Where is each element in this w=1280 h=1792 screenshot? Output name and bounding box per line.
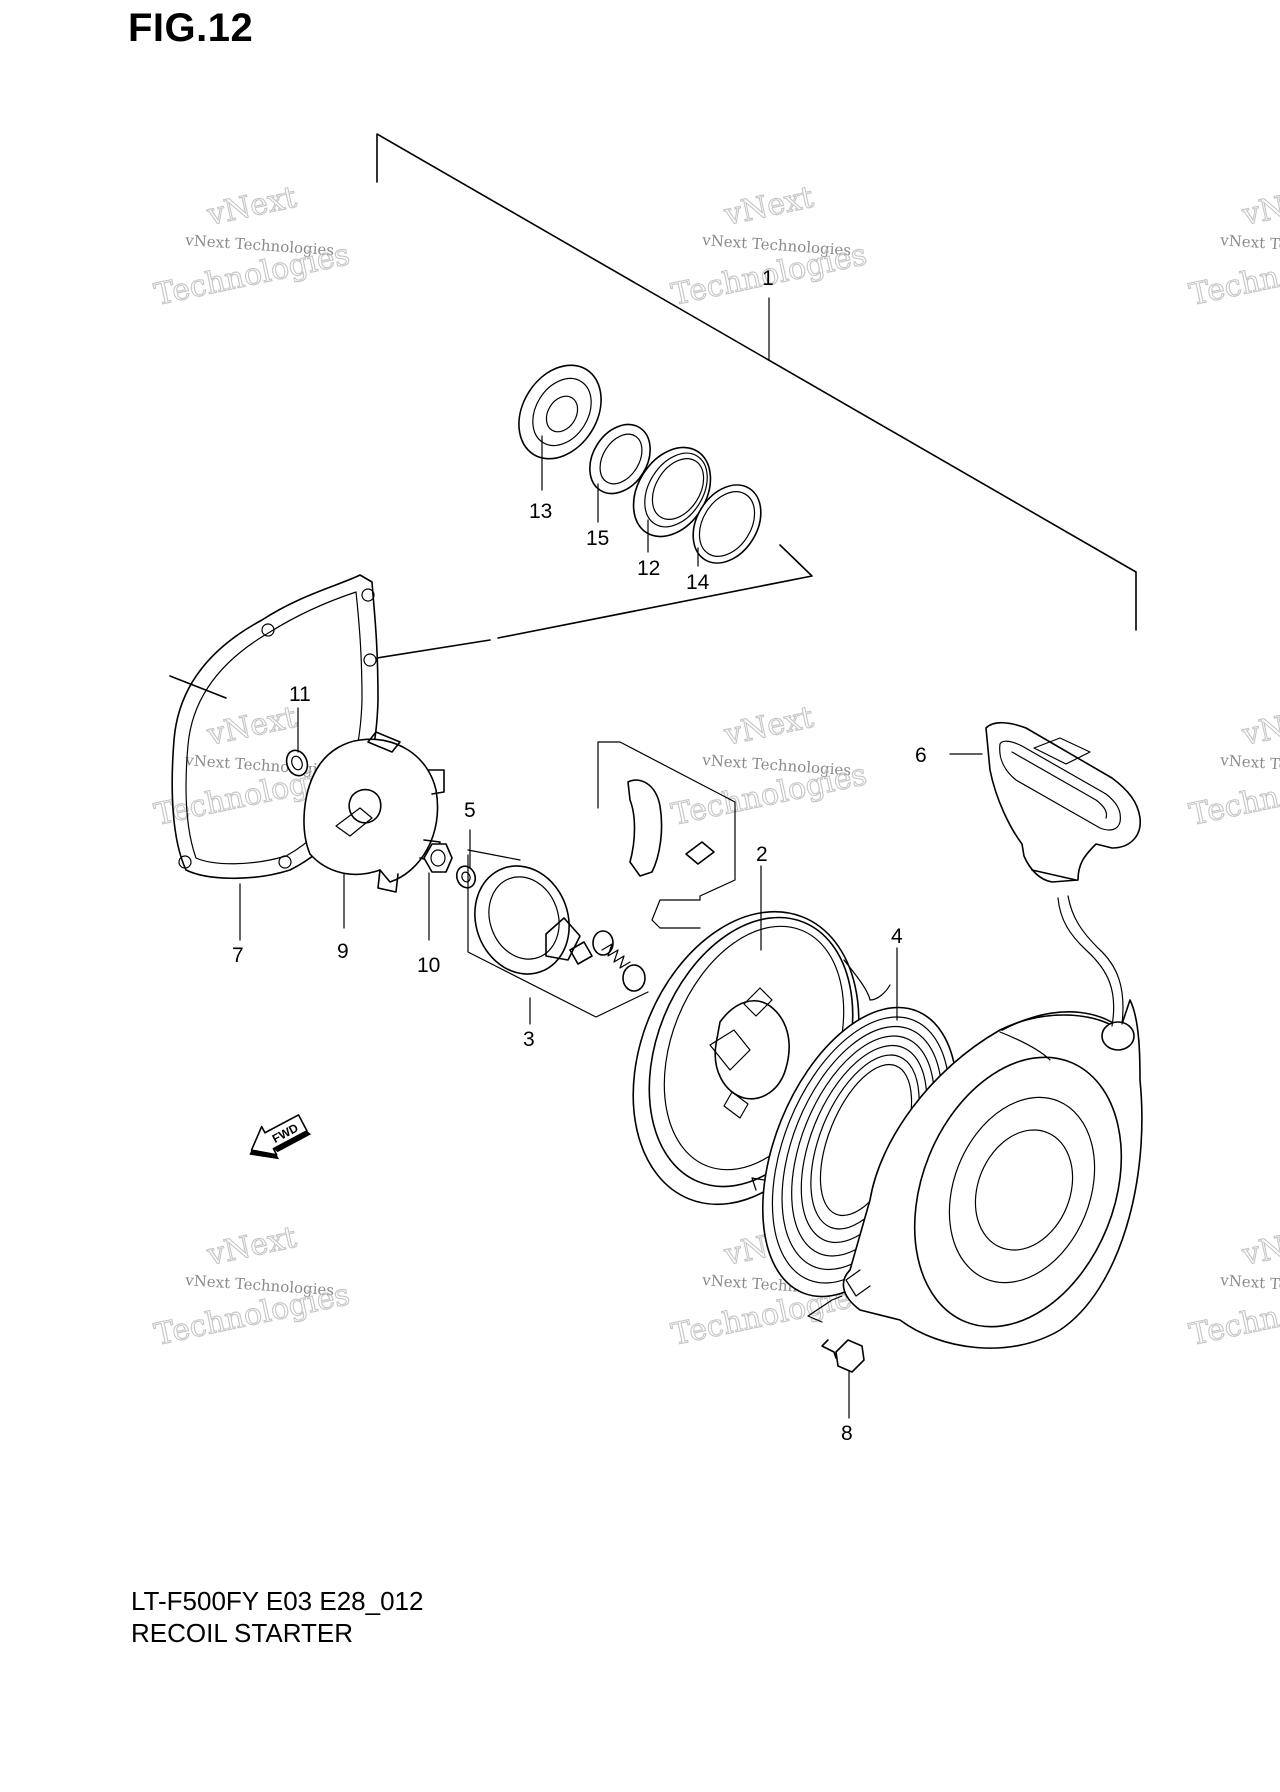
- figure-title: FIG.12: [128, 6, 254, 50]
- fwd-arrow-icon: FWD: [249, 1114, 312, 1160]
- watermark-line2: vNext Technologies: [1219, 751, 1280, 779]
- callout-11: 11: [289, 683, 311, 706]
- part-5-washer: [455, 865, 477, 889]
- callout-4: 4: [891, 925, 903, 948]
- callout-12: 12: [637, 557, 660, 580]
- callout-1: 1: [762, 267, 774, 290]
- part-3-pawl-kit: [467, 741, 736, 1018]
- watermark-top-left: vNext vNext Technologies Technologies: [151, 179, 354, 313]
- assembly-bracket: [169, 133, 1137, 699]
- callouts: 1 2 3 4 5 6 7 8 9 10 11 12 13 14 15: [232, 267, 927, 1445]
- part-9-ratchet: [303, 731, 445, 893]
- callout-5: 5: [464, 799, 476, 822]
- watermark-mid-right: vNext vNext Technologies Technologies: [1186, 699, 1280, 833]
- part-10-nut: [423, 843, 453, 873]
- callout-2: 2: [756, 843, 768, 866]
- watermark-line1: vNext: [1238, 1220, 1280, 1273]
- part-7-gasket: [171, 574, 379, 880]
- callout-10: 10: [417, 954, 440, 977]
- leader-lines: [239, 297, 983, 1419]
- watermark-line1: vNext: [203, 180, 299, 233]
- watermark-line1: vNext: [1238, 700, 1280, 753]
- watermark-line1: vNext: [203, 1220, 299, 1273]
- part-8-bolt: [807, 1295, 865, 1373]
- callout-6: 6: [915, 744, 927, 767]
- watermark-top-right: vNext vNext Technologies Technologies: [1186, 179, 1280, 313]
- part-6-handle: [985, 721, 1141, 883]
- callout-3: 3: [523, 1028, 535, 1051]
- watermark-bottom-left: vNext vNext Technologies Technologies: [151, 1219, 354, 1353]
- callout-15: 15: [586, 527, 609, 550]
- part-13-bearing: [518, 364, 602, 460]
- watermark-mid-center: vNext vNext Technologies Technologies: [668, 699, 871, 833]
- watermark-line1: vNext: [203, 700, 299, 753]
- callout-8: 8: [841, 1422, 853, 1445]
- part-14-ring: [692, 484, 762, 564]
- watermark-line1: vNext: [720, 180, 816, 233]
- watermark-top-center: vNext vNext Technologies Technologies: [668, 179, 871, 313]
- starter-rope: [1057, 895, 1124, 1027]
- model-code: LT-F500FY E03 E28_012: [131, 1586, 424, 1616]
- starter-case: [842, 999, 1143, 1349]
- section-name: RECOIL STARTER: [131, 1618, 354, 1648]
- part-11-clip: [285, 749, 309, 777]
- callout-9: 9: [337, 940, 349, 963]
- callout-7: 7: [232, 944, 244, 967]
- watermark-bottom-right: vNext vNext Technologies Technologies: [1186, 1219, 1280, 1353]
- callout-14: 14: [686, 571, 710, 594]
- watermark-line2: vNext Technologies: [1219, 1271, 1280, 1299]
- watermark-line1: vNext: [1238, 180, 1280, 233]
- callout-13: 13: [529, 500, 552, 523]
- watermark-line2: vNext Technologies: [1219, 231, 1280, 259]
- watermark-line1: vNext: [720, 700, 816, 753]
